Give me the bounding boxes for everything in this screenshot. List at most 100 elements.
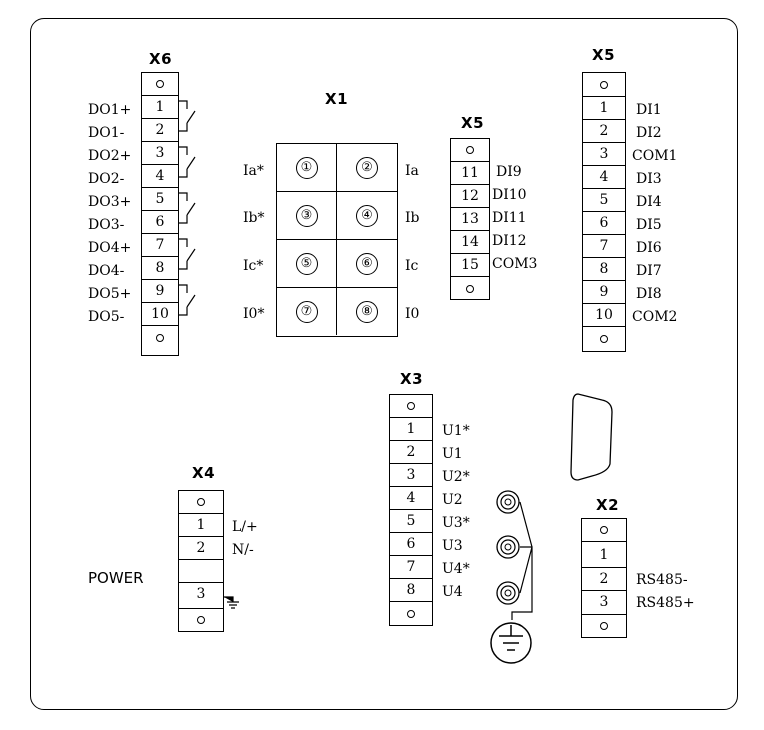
x4-terminal-3[interactable]: 3 bbox=[179, 583, 223, 609]
x5-right-terminal-6[interactable]: 6 bbox=[583, 212, 625, 235]
x6-label-do2m: DO2- bbox=[88, 171, 125, 187]
x6-terminal-10[interactable]: 10 bbox=[142, 303, 178, 326]
x5-mid-title: X5 bbox=[461, 114, 485, 132]
x4-label-l-plus: L/+ bbox=[232, 519, 258, 535]
x4-bottom-hole bbox=[179, 609, 223, 631]
x2-terminal-2[interactable]: 2 bbox=[582, 568, 626, 591]
screw-hole-icon bbox=[466, 146, 474, 154]
x6-title: X6 bbox=[149, 50, 173, 68]
x2-terminal-3[interactable]: 3 bbox=[582, 591, 626, 615]
x5-mid-terminal-11[interactable]: 11 bbox=[451, 162, 489, 185]
x6-bottom-hole bbox=[142, 326, 178, 349]
relay-contacts-icon bbox=[179, 100, 196, 316]
x6-label-do3m: DO3- bbox=[88, 217, 125, 233]
x4-terminal-1[interactable]: 1 bbox=[179, 514, 223, 537]
x1-label-ia-star: Ia* bbox=[243, 163, 264, 179]
x5-right-label-com2: COM2 bbox=[632, 309, 678, 325]
x5-mid-terminal-14[interactable]: 14 bbox=[451, 231, 489, 254]
x5-mid-terminal-15[interactable]: 15 bbox=[451, 254, 489, 277]
x1-terminal-2-number: ② bbox=[356, 156, 378, 179]
x6-terminal-1[interactable]: 1 bbox=[142, 96, 178, 119]
x1-label-ic-star: Ic* bbox=[243, 258, 264, 274]
x1-terminal-3-number: ③ bbox=[295, 204, 318, 227]
x3-terminal-3[interactable]: 3 bbox=[390, 464, 432, 487]
x2-rs485-terminal-strip: 1 2 3 bbox=[581, 518, 627, 638]
x5-mid-terminal-13[interactable]: 13 bbox=[451, 208, 489, 231]
x6-label-do4p: DO4+ bbox=[88, 240, 132, 256]
screw-hole-icon bbox=[407, 402, 415, 410]
x1-terminal-6[interactable]: ⑥ bbox=[337, 240, 397, 288]
x1-label-i0-star: I0* bbox=[243, 306, 265, 322]
x1-terminal-1-number: ① bbox=[295, 156, 318, 179]
x6-label-do3p: DO3+ bbox=[88, 194, 132, 210]
x5-right-terminal-7[interactable]: 7 bbox=[583, 235, 625, 258]
x5-right-label-di2: DI2 bbox=[636, 125, 662, 141]
screw-hole-icon bbox=[600, 622, 608, 630]
x3-terminal-1[interactable]: 1 bbox=[390, 418, 432, 441]
x1-terminal-7[interactable]: ⑦ bbox=[277, 288, 337, 335]
x1-label-ib-star: Ib* bbox=[243, 210, 265, 226]
x5-right-label-di3: DI3 bbox=[636, 171, 662, 187]
x1-terminal-3[interactable]: ③ bbox=[277, 192, 337, 240]
x6-label-do4m: DO4- bbox=[88, 263, 125, 279]
x5-mid-terminal-12[interactable]: 12 bbox=[451, 185, 489, 208]
x4-top-hole bbox=[179, 491, 223, 514]
x3-terminal-8[interactable]: 8 bbox=[390, 579, 432, 602]
x1-terminal-8[interactable]: ⑧ bbox=[337, 288, 397, 335]
screw-hole-icon bbox=[156, 333, 164, 342]
x5-right-terminal-2[interactable]: 2 bbox=[583, 120, 625, 143]
x5-right-terminal-10[interactable]: 10 bbox=[583, 304, 625, 327]
x6-terminal-2[interactable]: 2 bbox=[142, 119, 178, 142]
bnc-connector-icon[interactable] bbox=[496, 490, 520, 514]
x6-terminal-7[interactable]: 7 bbox=[142, 234, 178, 257]
x3-terminal-4[interactable]: 4 bbox=[390, 487, 432, 510]
x6-terminal-4[interactable]: 4 bbox=[142, 165, 178, 188]
x6-terminal-9[interactable]: 9 bbox=[142, 280, 178, 303]
x5-right-terminal-1[interactable]: 1 bbox=[583, 97, 625, 120]
x1-terminal-5[interactable]: ⑤ bbox=[277, 240, 337, 288]
x1-label-ic: Ic bbox=[405, 258, 419, 274]
x1-terminal-2[interactable]: ② bbox=[337, 144, 397, 192]
x1-terminal-1[interactable]: ① bbox=[277, 144, 337, 192]
bnc-connector-icon[interactable] bbox=[496, 535, 520, 559]
db9-connector-icon[interactable] bbox=[568, 392, 618, 484]
x4-title: X4 bbox=[192, 464, 216, 482]
power-label: POWER bbox=[88, 569, 144, 587]
x6-top-hole bbox=[142, 73, 178, 96]
x5-right-terminal-8[interactable]: 8 bbox=[583, 258, 625, 281]
x5-right-label-di8: DI8 bbox=[636, 286, 662, 302]
x3-label-u3: U3 bbox=[442, 538, 463, 554]
x3-terminal-2[interactable]: 2 bbox=[390, 441, 432, 464]
x1-label-i0: I0 bbox=[405, 306, 420, 322]
screw-hole-icon bbox=[407, 609, 415, 618]
x5-right-terminal-5[interactable]: 5 bbox=[583, 189, 625, 212]
x3-label-u2-star: U2* bbox=[442, 469, 470, 485]
x5-right-terminal-9[interactable]: 9 bbox=[583, 281, 625, 304]
x5-right-terminal-4[interactable]: 4 bbox=[583, 166, 625, 189]
x6-terminal-5[interactable]: 5 bbox=[142, 188, 178, 211]
x5-mid-label-di11: DI11 bbox=[492, 210, 527, 226]
x1-terminal-4[interactable]: ④ bbox=[337, 192, 397, 240]
x3-terminal-5[interactable]: 5 bbox=[390, 510, 432, 533]
x1-terminal-5-number: ⑤ bbox=[295, 252, 318, 275]
x3-label-u4-star: U4* bbox=[442, 561, 470, 577]
x6-terminal-6[interactable]: 6 bbox=[142, 211, 178, 234]
x3-label-u1: U1 bbox=[442, 446, 463, 462]
x1-current-block: ① ② ③ ④ ⑤ ⑥ ⑦ ⑧ bbox=[276, 143, 398, 337]
x1-label-ia: Ia bbox=[405, 163, 419, 179]
x2-terminal-1[interactable]: 1 bbox=[582, 542, 626, 568]
x3-label-u2: U2 bbox=[442, 492, 463, 508]
x2-label-rs485-minus: RS485- bbox=[636, 572, 688, 588]
x3-terminal-7[interactable]: 7 bbox=[390, 556, 432, 579]
screw-hole-icon bbox=[600, 334, 608, 343]
screw-hole-icon bbox=[156, 80, 164, 88]
x5-mid-label-di9: DI9 bbox=[496, 164, 522, 180]
x6-terminal-3[interactable]: 3 bbox=[142, 142, 178, 165]
bnc-connector-icon[interactable] bbox=[496, 581, 520, 605]
x6-terminal-8[interactable]: 8 bbox=[142, 257, 178, 280]
x5-right-top-hole bbox=[583, 73, 625, 97]
x5-right-title: X5 bbox=[592, 46, 616, 64]
x4-terminal-2[interactable]: 2 bbox=[179, 537, 223, 560]
x5-right-terminal-3[interactable]: 3 bbox=[583, 143, 625, 166]
x3-terminal-6[interactable]: 6 bbox=[390, 533, 432, 556]
